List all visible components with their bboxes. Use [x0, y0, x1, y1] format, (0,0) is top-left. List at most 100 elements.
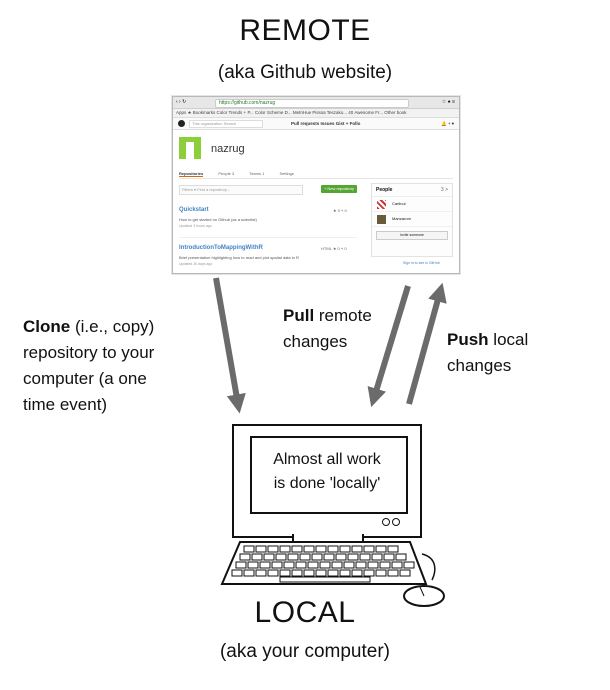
keyboard-key: [367, 561, 379, 569]
push-text: changes: [447, 356, 512, 375]
keyboard-key: [347, 553, 359, 561]
keyboard-key: [287, 553, 299, 561]
push-arrow: [406, 282, 447, 405]
repo-meta: ★ 0 ⑂ 0: [333, 208, 347, 213]
keyboard-key: [363, 569, 375, 577]
keyboard-key: [263, 553, 275, 561]
clone-caption: Clone (i.e., copy) repository to your co…: [23, 314, 213, 418]
keyboard-key: [255, 569, 267, 577]
keyboard-key: [303, 545, 315, 553]
keyboard-key: [351, 545, 363, 553]
computer-screen: [250, 436, 408, 514]
keyboard-key: [299, 553, 311, 561]
repo-meta: HTML ★ 0 ⑂ 0: [321, 246, 347, 251]
repo-updated: Updated 3 hours ago: [179, 224, 212, 228]
monitor-button-icon: [392, 518, 400, 526]
keyboard-key: [303, 569, 315, 577]
keyboard-key: [359, 553, 371, 561]
keyboard-key: [315, 545, 327, 553]
keyboard-key: [339, 545, 351, 553]
keyboard-key: [331, 561, 343, 569]
keyboard-key: [327, 545, 339, 553]
pull-label: Pull: [283, 306, 315, 325]
keyboard-key: [231, 569, 243, 577]
keyboard-key: [343, 561, 355, 569]
keyboard-mouse: [220, 541, 445, 607]
pull-arrow: [367, 285, 411, 408]
keyboard-key: [267, 569, 279, 577]
user-menu-icon: 🔔 + ▾: [441, 121, 454, 126]
screen-caption: Almost all work is done 'locally': [250, 448, 404, 496]
keyboard-key: [315, 569, 327, 577]
keyboard-key: [379, 561, 391, 569]
new-repo-button: + New repository: [321, 185, 357, 193]
keyboard-key: [291, 569, 303, 577]
keyboard-key: [267, 545, 279, 553]
keyboard-key: [247, 561, 259, 569]
people-panel: People 3 > Carlinui Manzarom Invite some…: [371, 183, 453, 257]
signin-link: Sign in to see in GitHub: [403, 261, 440, 265]
keyboard-key: [387, 545, 399, 553]
clone-text: time event): [23, 395, 108, 414]
keyboard-spacebar: [279, 576, 371, 583]
keyboard-key: [307, 561, 319, 569]
bookmarks-bar: Apps ★ Bookmarks Color Trends + P... Col…: [173, 109, 459, 118]
screen-text: is done 'locally': [273, 475, 381, 492]
keyboard-key: [271, 561, 283, 569]
clone-text: computer (a one: [23, 369, 147, 388]
person-row: Carlinui: [372, 197, 452, 212]
local-title: LOCAL: [254, 596, 356, 629]
pull-text: changes: [283, 332, 348, 351]
local-subtitle: (aka your computer): [219, 641, 390, 662]
screen-text: Almost all work: [273, 451, 381, 468]
keyboard-key: [335, 553, 347, 561]
repo-divider: [179, 237, 357, 238]
repo-name: IntroductionToMappingWithR: [179, 245, 263, 251]
github-logo-icon: [178, 120, 185, 127]
mouse-icon: [403, 585, 445, 607]
avatar: [377, 200, 386, 209]
keyboard-key: [319, 561, 331, 569]
invite-button: Invite someone: [376, 231, 448, 240]
people-header: People 3 >: [372, 184, 452, 197]
push-text: local: [488, 330, 529, 349]
keyboard-key: [311, 553, 323, 561]
keyboard-key: [403, 561, 415, 569]
clone-label: Clone: [23, 317, 71, 336]
keyboard-key: [295, 561, 307, 569]
repo-name: Quickstart: [179, 207, 209, 213]
tab-teams: Teams 1: [249, 171, 265, 176]
github-nav: This organization Search Pull requests I…: [173, 118, 459, 130]
nav-arrows-icon: ‹ › ↻: [176, 99, 187, 105]
remote-title: REMOTE: [239, 14, 371, 47]
github-search: This organization Search: [189, 120, 263, 128]
push-caption: Push local changes: [447, 327, 587, 379]
keyboard-key: [395, 553, 407, 561]
keyboard-key: [255, 545, 267, 553]
remote-subtitle: (aka Github website): [217, 62, 393, 83]
mouse-cord-icon: [421, 553, 436, 581]
keyboard-key: [251, 553, 263, 561]
browser-menu-icon: ☆ ● ≡: [441, 99, 455, 105]
clone-text: (i.e., copy): [70, 317, 155, 336]
clone-text: repository to your: [23, 343, 155, 362]
monitor-button-icon: [382, 518, 390, 526]
browser-url: https://github.com/nazrug: [215, 99, 409, 108]
tab-repositories: Repositories: [179, 171, 204, 177]
push-label: Push: [447, 330, 489, 349]
keyboard-key: [355, 561, 367, 569]
keyboard-key: [323, 553, 335, 561]
keyboard-key: [291, 545, 303, 553]
keyboard-key: [279, 545, 291, 553]
org-name: nazrug: [211, 143, 245, 155]
keyboard-key: [259, 561, 271, 569]
keyboard-key: [383, 553, 395, 561]
keyboard-key: [375, 569, 387, 577]
keyboard-key: [371, 553, 383, 561]
github-nav-links: Pull requests Issues Gist + Follo: [291, 121, 361, 126]
keyboard-key: [235, 561, 247, 569]
tab-people: People 3: [218, 171, 235, 176]
repo-updated: Updated 26 days ago: [179, 262, 213, 266]
keyboard-icon: [220, 541, 428, 585]
